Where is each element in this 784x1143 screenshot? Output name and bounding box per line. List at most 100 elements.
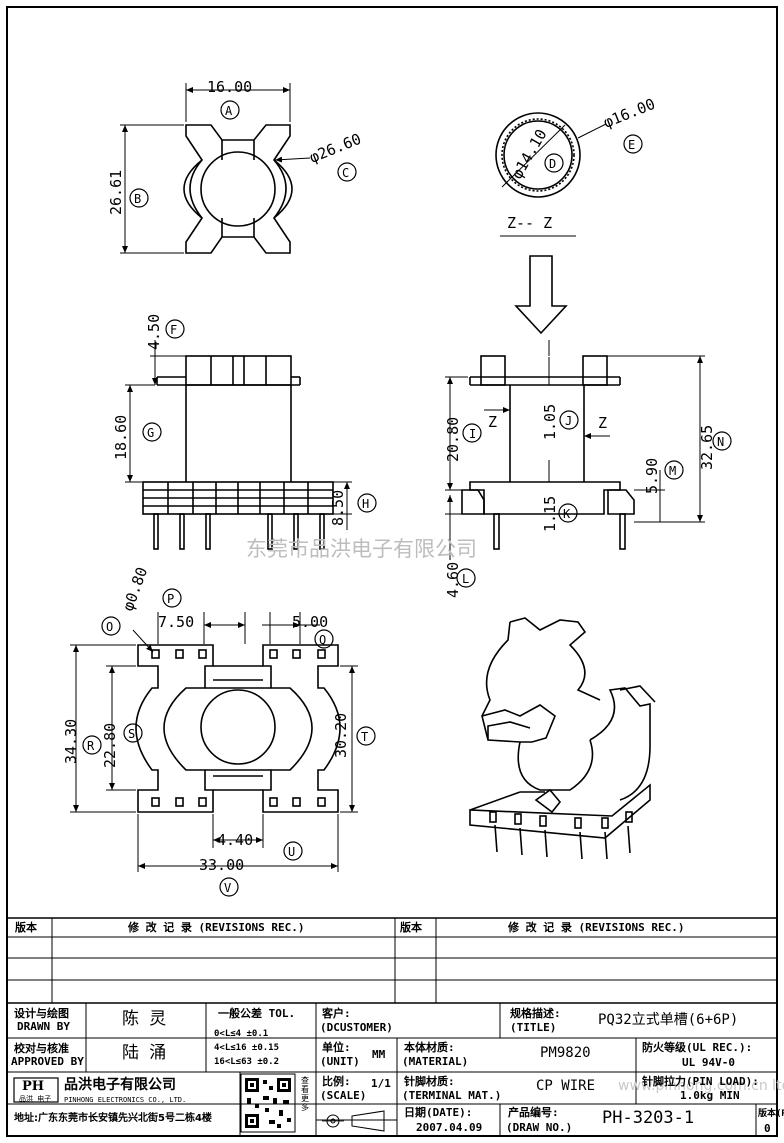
dim-s: 22.80 — [101, 723, 119, 768]
label-q: Q — [319, 633, 326, 647]
terminal-label-cn: 针脚材质: — [404, 1075, 455, 1088]
dim-k: 1.15 — [541, 496, 559, 532]
label-g: G — [147, 426, 154, 440]
company-name: 品洪电子有限公司 — [64, 1077, 176, 1093]
label-t: T — [361, 730, 368, 744]
check-label-en: APPROVED BY — [11, 1055, 84, 1068]
z-mark-left: Z — [488, 413, 497, 431]
label-v: V — [224, 881, 231, 895]
unit-value: MM — [372, 1048, 386, 1061]
rev-label: 版本(REV): — [758, 1109, 784, 1119]
dim-d: φ14.10 — [508, 126, 551, 182]
dim-h: 8.50 — [329, 490, 347, 526]
label-r: R — [87, 739, 95, 753]
bottom-view — [70, 588, 376, 897]
label-k: K — [563, 507, 571, 521]
isometric-view — [469, 617, 656, 860]
terminal-value: CP WIRE — [536, 1078, 596, 1094]
material-value: PM9820 — [540, 1045, 591, 1061]
company-name-en: PINHONG ELECTRONICS CO., LTD. — [64, 1096, 187, 1104]
watermark-text: 东莞市品洪电子有限公司 — [246, 537, 477, 561]
label-u: U — [288, 845, 295, 859]
label-p: P — [167, 592, 174, 606]
label-o: O — [106, 620, 113, 634]
qr-caption: 查看更多 — [301, 1076, 309, 1112]
rev-header-ver-1: 版本 — [15, 921, 37, 934]
rev-header-rec-1: 修 改 记 录 (REVISIONS REC.) — [128, 921, 305, 934]
dim-p: 7.50 — [158, 613, 194, 631]
design-label-en: DRAWN BY — [17, 1020, 70, 1033]
material-label-cn: 本体材质: — [404, 1041, 455, 1054]
company-address: 地址:广东东莞市长安镇先兴北街5号二栋4楼 — [14, 1113, 212, 1124]
section-label: Z-- Z — [507, 214, 552, 232]
date-value: 2007.04.09 — [416, 1121, 483, 1134]
unit-label-cn: 单位: — [322, 1041, 351, 1054]
tolerance-title: 一般公差 TOL. — [218, 1007, 296, 1020]
dim-o: φ0.80 — [119, 565, 151, 614]
dim-e: φ16.00 — [601, 95, 658, 132]
dim-r: 34.30 — [62, 719, 80, 764]
drawno-value: PH-3203-1 — [602, 1108, 695, 1128]
company-logo-sub: 品洪 电子 — [19, 1095, 52, 1103]
top-view — [120, 83, 357, 254]
section-view — [495, 112, 643, 335]
company-logo: PH — [22, 1079, 45, 1094]
customer-label-cn: 客户: — [322, 1007, 351, 1020]
scale-label-cn: 比例: — [322, 1075, 351, 1088]
title-block-grid — [8, 917, 778, 1137]
dim-f: 4.50 — [145, 314, 163, 350]
dim-j: 1.05 — [541, 404, 559, 440]
rev-value: 0 — [764, 1122, 771, 1135]
scale-value: 1/1 — [371, 1077, 391, 1090]
scale-label-en: (SCALE) — [320, 1089, 367, 1102]
pinload-label: 针脚拉力(PIN LOAD): — [642, 1075, 759, 1088]
spec-label-en: (TITLE) — [510, 1021, 557, 1034]
tolerance-row-3: 16<L≤63 ±0.2 — [214, 1057, 280, 1067]
watermark-url: www.pinhong.com.cn ltd — [618, 1078, 784, 1094]
date-label: 日期(DATE): — [404, 1106, 473, 1119]
dim-b: 26.61 — [107, 170, 125, 215]
dim-q: 5.00 — [292, 613, 328, 631]
ul-value: UL 94V-0 — [682, 1056, 735, 1069]
label-s: S — [128, 727, 135, 741]
tolerance-row-1: 0<L≤4 ±0.1 — [214, 1029, 269, 1039]
unit-label-en: (UNIT) — [320, 1055, 360, 1068]
qr-code — [245, 1078, 291, 1128]
terminal-label-en: (TERMINAL MAT.) — [402, 1089, 502, 1102]
label-e: E — [628, 138, 635, 152]
check-label-cn: 校对与核准 — [14, 1042, 69, 1055]
dim-c: φ26.60 — [307, 130, 364, 167]
dim-u: 4.40 — [217, 831, 253, 849]
dim-t: 30.20 — [332, 713, 350, 758]
dim-g: 18.60 — [112, 415, 130, 460]
dim-a: 16.00 — [207, 78, 252, 96]
dim-l: 4.60 — [444, 562, 462, 598]
drawno-label-en: (DRAW NO.) — [506, 1121, 573, 1134]
dim-i: 20.80 — [444, 417, 462, 462]
ul-label: 防火等级(UL REC.): — [642, 1041, 753, 1054]
dim-v: 33.00 — [199, 856, 244, 874]
label-j: J — [565, 414, 572, 428]
label-d: D — [549, 157, 556, 171]
label-b: B — [134, 192, 141, 206]
tolerance-row-2: 4<L≤16 ±0.15 — [214, 1043, 280, 1053]
side-view — [445, 340, 732, 588]
pinload-value: 1.0kg MIN — [680, 1089, 740, 1102]
spec-label-cn: 规格描述: — [510, 1007, 561, 1020]
label-c: C — [342, 166, 349, 180]
label-m: M — [669, 464, 676, 478]
z-mark-right: Z — [598, 414, 607, 432]
designer-name: 陈 灵 — [122, 1009, 167, 1029]
label-n: N — [717, 435, 724, 449]
label-h: H — [362, 497, 369, 511]
label-f: F — [170, 323, 177, 337]
front-view — [125, 319, 377, 550]
label-l: L — [462, 572, 469, 586]
dim-m: 5.90 — [643, 458, 661, 494]
label-i: I — [469, 427, 476, 441]
design-label-cn: 设计与绘图 — [14, 1007, 69, 1020]
material-label-en: (MATERIAL) — [402, 1055, 469, 1068]
drawno-label-cn: 产品编号: — [508, 1106, 559, 1119]
dim-n: 32.65 — [698, 425, 716, 470]
